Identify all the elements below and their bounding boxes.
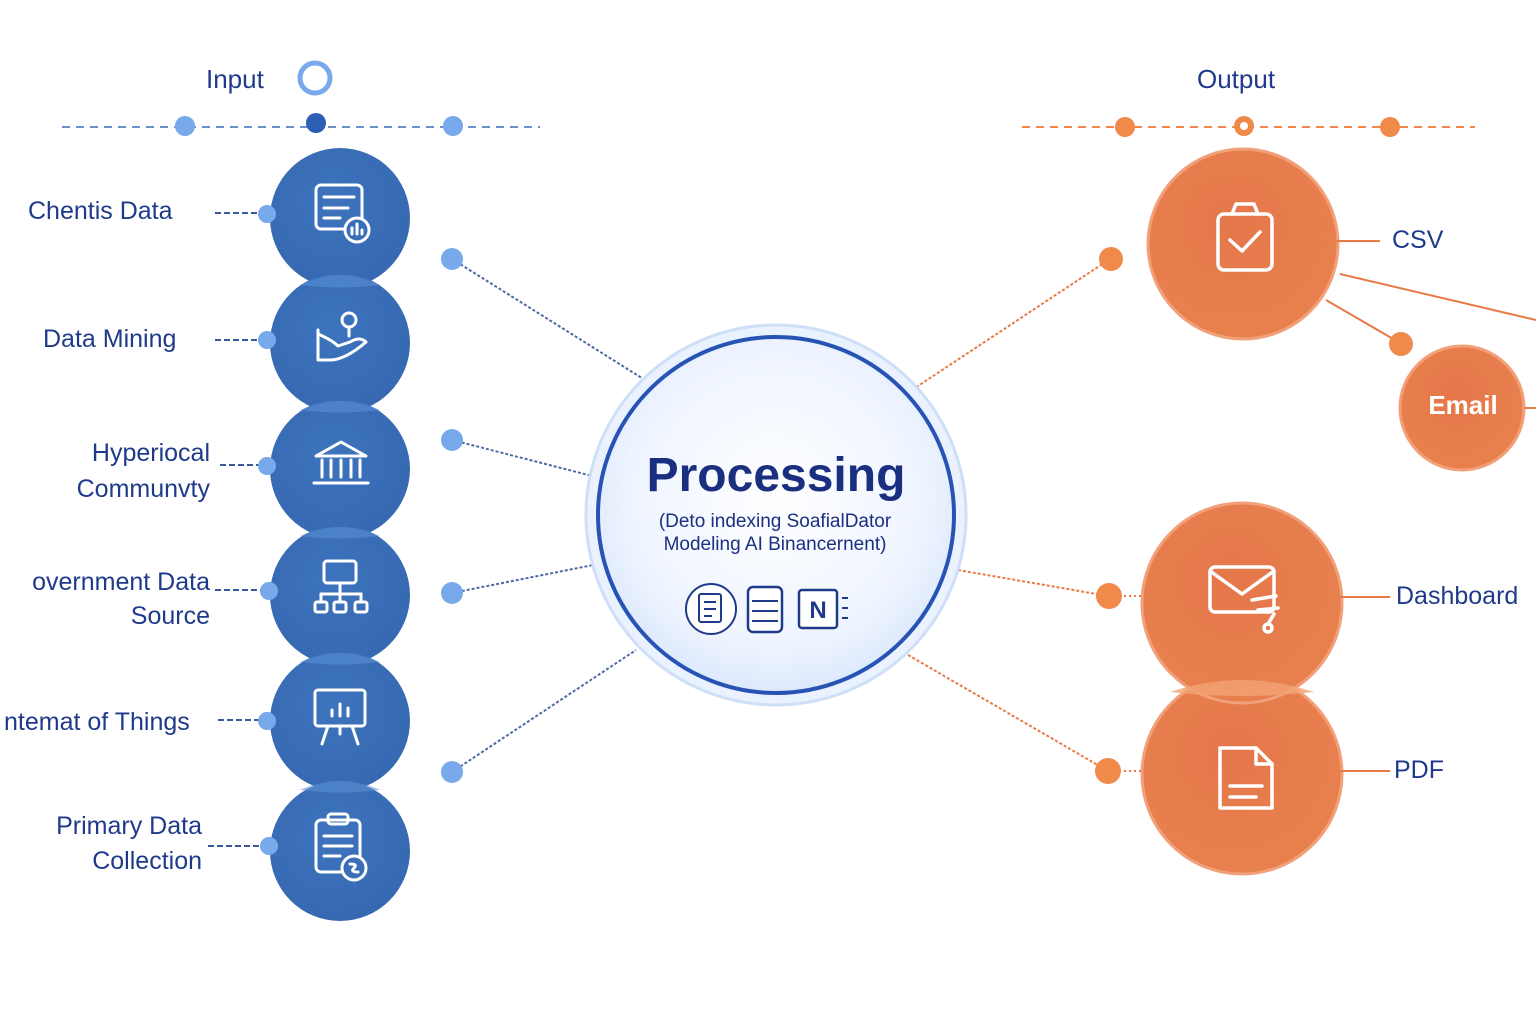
clipboard-check-icon	[1216, 202, 1274, 272]
input-node[interactable]	[270, 651, 410, 791]
hand-pin-icon	[316, 311, 368, 362]
output-label-pdf: PDF	[1394, 756, 1444, 784]
input-label-government-line2: Source	[130, 602, 210, 630]
output-header: Output	[1197, 64, 1276, 94]
input-label-chentis-data: Chentis Data	[28, 197, 173, 225]
processing-title: Processing	[646, 449, 906, 502]
chip-icon	[685, 583, 737, 635]
processing-subtitle: (Deto indexing SoafialDator Modeling AI …	[600, 510, 950, 556]
output-connectors	[907, 258, 1536, 772]
input-leaders	[208, 205, 278, 855]
input-label-primary-line2: Collection	[92, 847, 202, 875]
input-label-hyperlocal-line1: Hyperiocal	[91, 439, 210, 467]
input-label-government-line1: overnment Data	[32, 568, 210, 596]
output-nodes	[1140, 147, 1526, 876]
input-label-iot: ntemat of Things	[4, 708, 190, 736]
envelope-link-icon	[1208, 565, 1280, 634]
processing-subtitle-line2: Modeling AI Binancernent)	[663, 534, 887, 555]
clipboard-icon	[314, 812, 368, 882]
input-node[interactable]	[270, 781, 410, 921]
connector-dots-right	[1095, 247, 1413, 784]
input-header: Input	[206, 64, 264, 94]
output-timeline	[1022, 116, 1475, 137]
timeline-dot	[306, 113, 326, 133]
document-chart-icon	[314, 183, 371, 244]
input-label-hyperlocal-line2: Communvty	[76, 475, 210, 503]
output-label-email: Email	[1428, 390, 1498, 420]
input-nodes	[270, 148, 410, 921]
input-label-data-mining: Data Mining	[43, 325, 177, 353]
input-label-primary-line1: Primary Data	[56, 812, 202, 840]
ai-badge-letter: N	[809, 597, 826, 624]
file-icon	[1218, 746, 1274, 810]
database-icon	[746, 585, 784, 634]
ai-badge-icon: N	[797, 588, 848, 630]
input-node[interactable]	[270, 273, 410, 413]
output-node-dashboard[interactable]	[1140, 501, 1344, 705]
timeline-dot	[175, 116, 195, 136]
input-ring-icon	[297, 60, 333, 96]
processing-icons: N	[685, 583, 848, 635]
timeline-dot	[443, 116, 463, 136]
hierarchy-icon	[313, 559, 369, 614]
input-timeline	[62, 60, 540, 136]
output-leaders	[1124, 240, 1536, 772]
output-node-csv[interactable]	[1146, 147, 1340, 341]
processing-subtitle-line1: (Deto indexing SoafialDator	[658, 511, 892, 532]
output-label-dashboard: Dashboard	[1396, 582, 1519, 610]
input-connectors	[451, 258, 646, 773]
output-label-csv: CSV	[1392, 226, 1444, 254]
connector-dots-left	[441, 248, 463, 783]
timeline-dot	[1380, 117, 1400, 137]
timeline-dot	[1115, 117, 1135, 137]
institution-icon	[312, 440, 370, 485]
presentation-board-icon	[313, 688, 367, 746]
